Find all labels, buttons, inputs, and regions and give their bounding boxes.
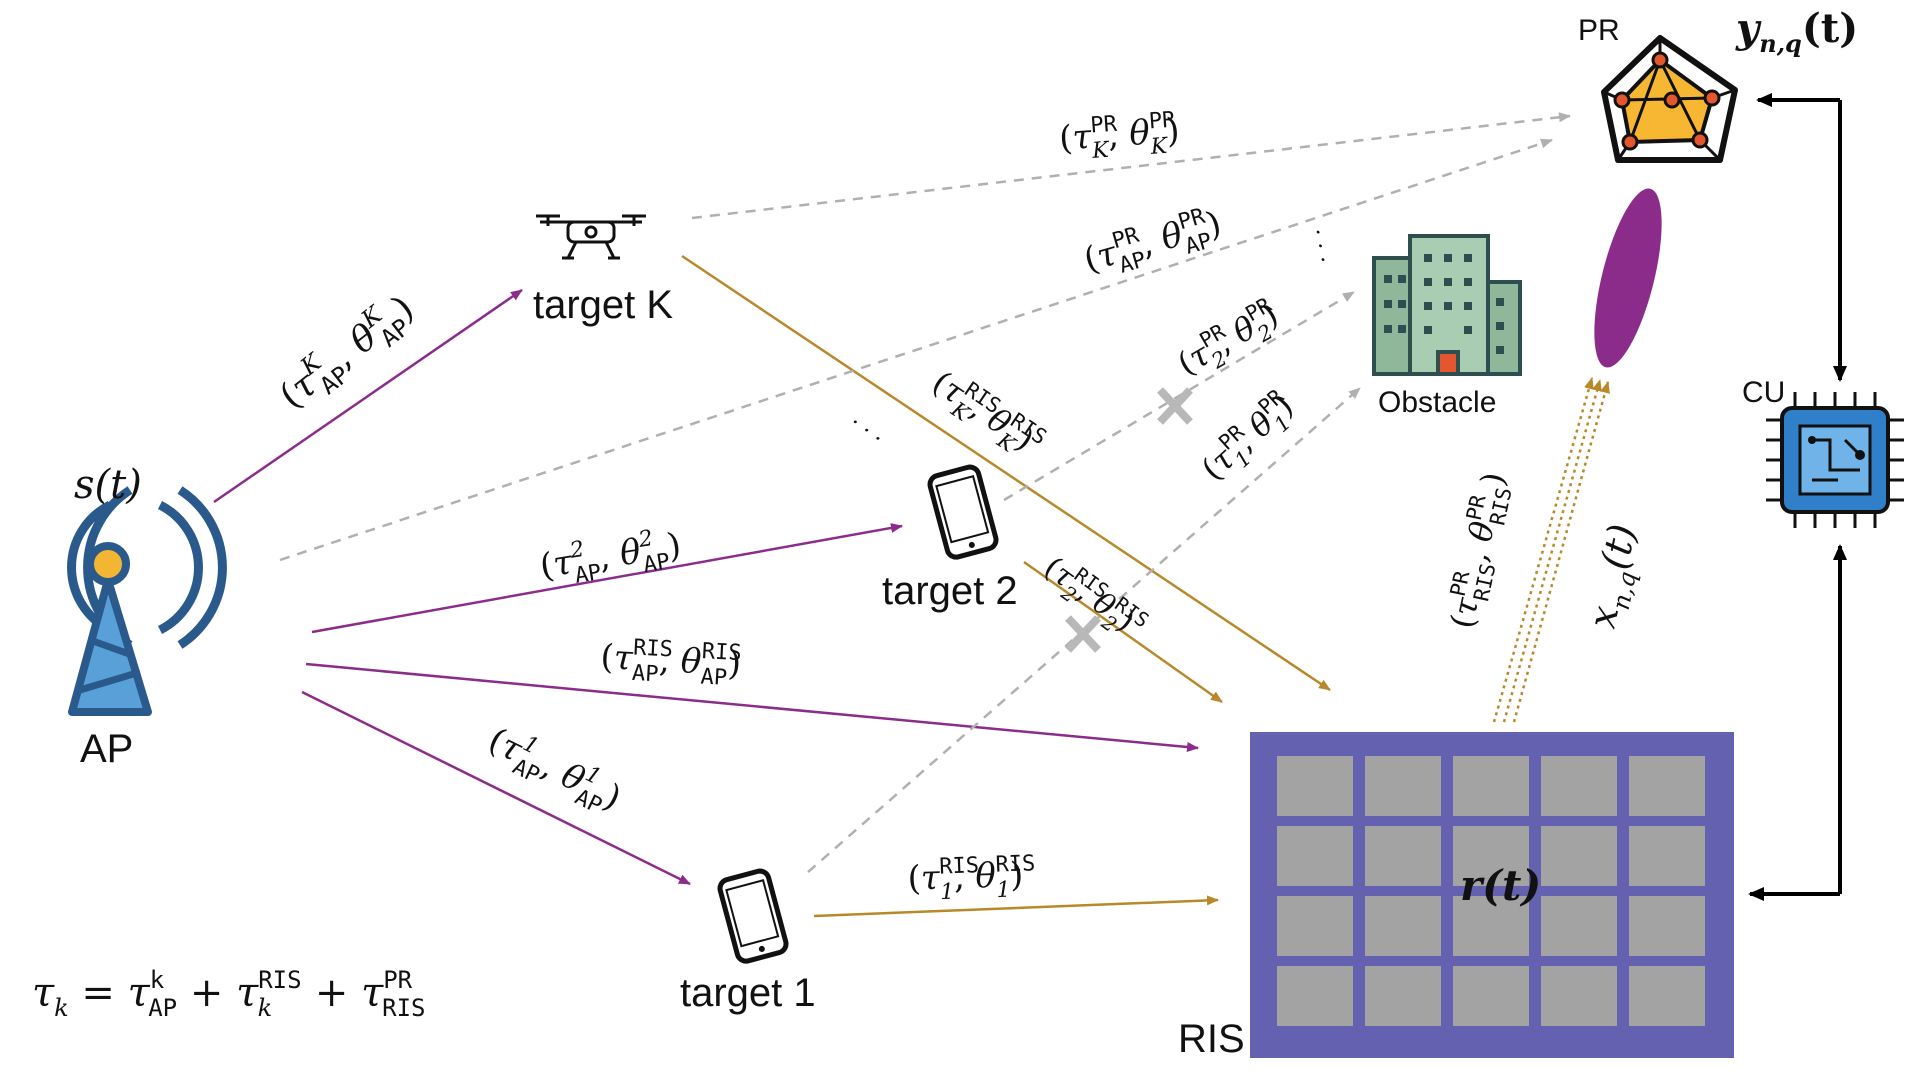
ris-element bbox=[1629, 966, 1705, 1026]
ris-element bbox=[1629, 826, 1705, 886]
phone-icon-target-1 bbox=[717, 868, 789, 964]
ellipsis-dots: · · · bbox=[844, 411, 887, 452]
receiver-lens-icon bbox=[1594, 188, 1662, 368]
path-label-t1-pr: (τPR1, θPR1) bbox=[1192, 384, 1305, 493]
ellipsis-dots: · · · bbox=[1304, 227, 1335, 266]
ris-element bbox=[1453, 896, 1529, 956]
link-ris-pr-a bbox=[1492, 377, 1594, 723]
ris-element bbox=[1453, 966, 1529, 1026]
path-label-t2-ris: (τRIS2, θRIS2) bbox=[1034, 546, 1154, 651]
ris-element bbox=[1277, 826, 1353, 886]
ris-element bbox=[1629, 756, 1705, 816]
link-ap-target-k bbox=[213, 288, 523, 504]
ris-element bbox=[1365, 896, 1441, 956]
blocked-cross-icon bbox=[1065, 615, 1101, 653]
ris-surface bbox=[1250, 732, 1734, 1058]
ris-element bbox=[1277, 756, 1353, 816]
signal-r-t: r(t) bbox=[1460, 861, 1541, 910]
ris-element bbox=[1453, 756, 1529, 816]
path-label-k-pr: (τPRK, θPRK) bbox=[1058, 107, 1182, 166]
path-label-ap-pr: (τPRAP, θPRAP) bbox=[1079, 200, 1228, 287]
label-target-k: target K bbox=[533, 283, 673, 327]
path-label-ap-1: (τ1AP, θ1AP) bbox=[479, 717, 629, 825]
pr-sensor-icon bbox=[1601, 35, 1738, 163]
ris-element bbox=[1365, 966, 1441, 1026]
obstacle-building-icon bbox=[1372, 234, 1522, 376]
label-ris: RIS bbox=[1178, 1017, 1245, 1061]
link-ap-pr bbox=[279, 138, 1553, 562]
link-ap-target-2 bbox=[311, 523, 903, 634]
link-target-2-ris bbox=[1023, 560, 1223, 704]
signal-s-t: s(t) bbox=[74, 462, 142, 508]
phone-icon-target-2 bbox=[927, 464, 999, 560]
signal-y-t: yn,q(t) bbox=[1735, 5, 1858, 58]
path-label-ap-ris: (τRISAP, θRISAP) bbox=[599, 634, 742, 692]
ris-element bbox=[1541, 756, 1617, 816]
ris-element bbox=[1541, 966, 1617, 1026]
link-target-k-ris bbox=[681, 254, 1331, 692]
link-ap-ris bbox=[305, 662, 1199, 752]
ris-element bbox=[1365, 826, 1441, 886]
ris-element bbox=[1453, 826, 1529, 886]
ris-element bbox=[1541, 896, 1617, 956]
label-ap: AP bbox=[80, 727, 133, 771]
path-label-ris-pr: (τPRRIS, θPRRIS) bbox=[1439, 468, 1519, 633]
label-obstacle: Obstacle bbox=[1378, 386, 1496, 419]
label-cu: CU bbox=[1742, 376, 1785, 409]
link-ap-target-1 bbox=[301, 690, 691, 886]
ris-element bbox=[1277, 966, 1353, 1026]
path-label-ap-2: (τ2AP, θ2AP) bbox=[537, 522, 685, 594]
link-ris-pr-c bbox=[1512, 381, 1610, 723]
signal-x-t: xn,q(t) bbox=[1580, 520, 1652, 633]
path-label-k-ris: (τRISK, θRISK) bbox=[922, 360, 1051, 469]
label-target-2: target 2 bbox=[882, 569, 1018, 613]
blocked-cross-icon bbox=[1157, 387, 1193, 425]
ris-element bbox=[1629, 896, 1705, 956]
ris-element bbox=[1365, 756, 1441, 816]
link-target-k-pr bbox=[691, 112, 1571, 220]
label-pr: PR bbox=[1578, 14, 1620, 47]
cu-chip-icon bbox=[1766, 392, 1904, 528]
link-ris-pr-b bbox=[1502, 379, 1602, 723]
path-label-ap-k: (τKAP, θKAP) bbox=[268, 283, 426, 423]
label-target-1: target 1 bbox=[680, 971, 816, 1015]
drone-icon bbox=[536, 214, 646, 260]
ris-element bbox=[1277, 896, 1353, 956]
path-label-t1-ris: (τRIS1, θRIS1) bbox=[907, 851, 1037, 906]
links-layer bbox=[213, 93, 1847, 918]
link-target-1-ris bbox=[813, 895, 1219, 918]
path-label-t2-pr: (τPR2, θPR2) bbox=[1169, 292, 1288, 388]
ap-tower-icon bbox=[67, 486, 227, 716]
ris-element bbox=[1541, 826, 1617, 886]
